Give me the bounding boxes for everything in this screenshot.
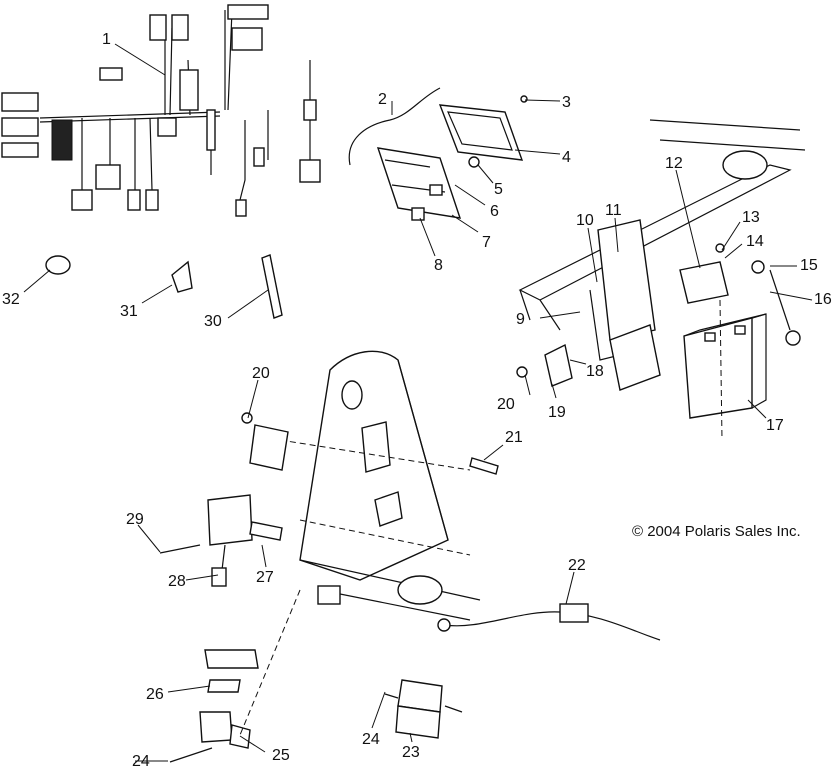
- callout-4: 4: [562, 149, 571, 166]
- callout-9: 9: [516, 311, 525, 328]
- callout-24-right: 24: [362, 731, 380, 748]
- callout-30: 30: [204, 313, 222, 330]
- callout-8: 8: [434, 257, 443, 274]
- callout-31: 31: [120, 303, 138, 320]
- callout-29: 29: [126, 511, 144, 528]
- callout-2: 2: [378, 91, 387, 108]
- callout-20-right: 20: [497, 396, 515, 413]
- callout-32: 32: [2, 291, 20, 308]
- frame-and-battery: [516, 119, 806, 441]
- callout-leaders: [23, 43, 813, 762]
- callout-13: 13: [742, 209, 760, 226]
- callout-12: 12: [665, 155, 683, 172]
- callout-23: 23: [402, 744, 420, 761]
- small-parts: [45, 254, 661, 763]
- callout-14: 14: [746, 233, 764, 250]
- callout-20-left: 20: [252, 365, 270, 382]
- callout-16: 16: [814, 291, 832, 308]
- callout-labels: 1 2 3 4 5 6 7 8 9 10 11 12 13 14 15 16 1…: [2, 31, 832, 768]
- callout-21: 21: [505, 429, 523, 446]
- callout-11: 11: [605, 202, 622, 219]
- callout-26: 26: [146, 686, 164, 703]
- callout-18: 18: [586, 363, 604, 380]
- callout-17: 17: [766, 417, 784, 434]
- mounting-plate: [279, 350, 481, 621]
- callout-22: 22: [568, 557, 586, 574]
- wiring-harness: [1, 4, 321, 217]
- callout-1: 1: [102, 31, 111, 48]
- callout-25: 25: [272, 747, 290, 764]
- tail-light-assembly: [348, 87, 528, 221]
- callout-5: 5: [494, 181, 503, 198]
- callout-7: 7: [482, 234, 491, 251]
- callout-10: 10: [576, 212, 594, 229]
- callout-15: 15: [800, 257, 818, 274]
- callout-3: 3: [562, 94, 571, 111]
- copyright-notice: © 2004 Polaris Sales Inc.: [632, 523, 801, 540]
- callout-27: 27: [256, 569, 274, 586]
- callout-28: 28: [168, 573, 186, 590]
- callout-19: 19: [548, 404, 566, 421]
- callout-6: 6: [490, 203, 499, 220]
- callout-24-left: 24: [132, 753, 150, 768]
